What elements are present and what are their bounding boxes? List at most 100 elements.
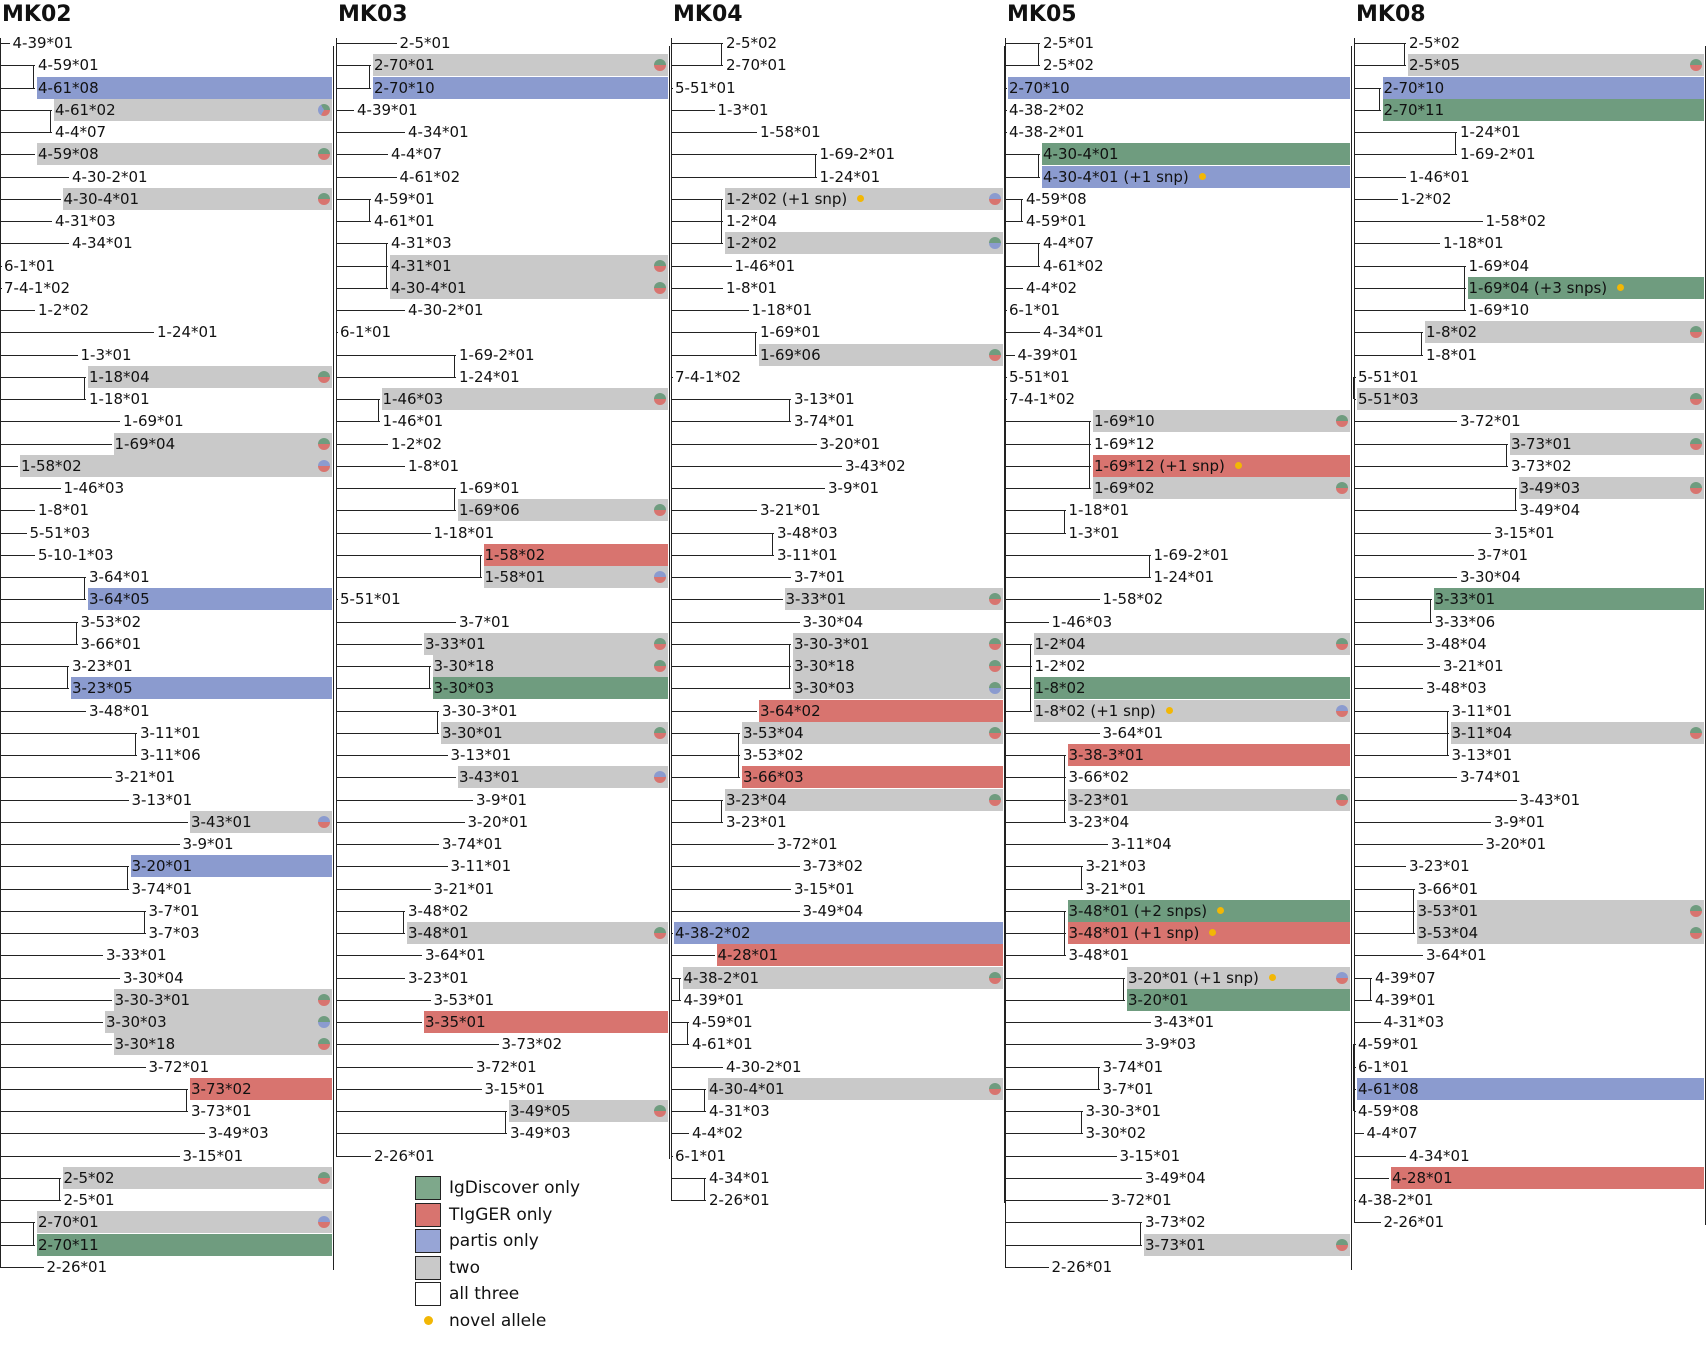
allele-leaf[interactable]: 3-9*03 bbox=[1144, 1033, 1350, 1055]
allele-leaf[interactable]: 3-30*18 bbox=[113, 1033, 332, 1056]
allele-leaf[interactable]: 1-69*02 bbox=[1093, 477, 1350, 499]
allele-leaf[interactable]: 4-4*07 bbox=[1366, 1122, 1705, 1144]
allele-leaf[interactable]: 3-15*01 bbox=[1119, 1145, 1351, 1167]
allele-leaf[interactable]: 1-69*01 bbox=[458, 477, 668, 499]
allele-leaf[interactable]: 4-34*01 bbox=[708, 1167, 1003, 1189]
allele-leaf[interactable]: 4-34*01 bbox=[71, 232, 332, 254]
allele-leaf[interactable]: 3-43*02 bbox=[844, 455, 1003, 477]
allele-leaf[interactable]: 3-23*04 bbox=[725, 788, 1003, 811]
allele-leaf[interactable]: 3-74*01 bbox=[793, 410, 1003, 432]
allele-leaf[interactable]: 5-51*01 bbox=[674, 77, 1003, 99]
allele-leaf[interactable]: 3-21*01 bbox=[759, 499, 1003, 521]
allele-leaf[interactable]: 3-11*01 bbox=[139, 722, 332, 744]
allele-leaf[interactable]: 3-21*01 bbox=[433, 878, 669, 900]
allele-leaf[interactable]: 3-72*01 bbox=[1459, 410, 1704, 432]
allele-leaf[interactable]: 4-59*08 bbox=[1025, 188, 1350, 210]
allele-leaf[interactable]: 1-69-2*01 bbox=[819, 143, 1004, 165]
allele-leaf[interactable]: 4-59*01 bbox=[691, 1011, 1003, 1033]
allele-leaf[interactable]: 1-3*01 bbox=[717, 99, 1004, 121]
allele-leaf[interactable]: 3-23*04 bbox=[1068, 811, 1351, 833]
allele-leaf[interactable]: 3-23*01 bbox=[1408, 855, 1704, 877]
allele-leaf[interactable]: 4-30-2*01 bbox=[407, 299, 668, 321]
allele-leaf[interactable]: 4-4*07 bbox=[54, 121, 332, 143]
allele-leaf[interactable]: 3-30-3*01 bbox=[1085, 1100, 1351, 1122]
allele-leaf[interactable]: 3-53*02 bbox=[80, 611, 333, 633]
allele-leaf[interactable]: 1-8*01 bbox=[1425, 344, 1704, 366]
allele-leaf[interactable]: 2-70*01 bbox=[373, 54, 668, 77]
allele-leaf[interactable]: 3-49*04 bbox=[1144, 1167, 1350, 1189]
allele-leaf[interactable]: 3-48*01 bbox=[407, 922, 668, 944]
allele-leaf[interactable]: 7-4-1*02 bbox=[1008, 388, 1350, 410]
allele-leaf[interactable]: 4-30-4*01 bbox=[1042, 143, 1350, 166]
allele-leaf[interactable]: 5-51*03 bbox=[1357, 388, 1704, 410]
allele-leaf[interactable]: 3-73*01 bbox=[1144, 1233, 1350, 1256]
allele-leaf[interactable]: 1-24*01 bbox=[156, 321, 332, 343]
allele-leaf[interactable]: 3-48*03 bbox=[1425, 677, 1704, 699]
allele-leaf[interactable]: 2-5*05 bbox=[1408, 54, 1704, 77]
allele-leaf[interactable]: 3-23*01 bbox=[1067, 788, 1350, 811]
allele-leaf[interactable]: 1-46*01 bbox=[1408, 166, 1704, 188]
allele-leaf[interactable]: 3-30*18 bbox=[432, 655, 668, 677]
allele-leaf[interactable]: 3-33*01 bbox=[1433, 588, 1704, 611]
allele-leaf[interactable]: 3-21*01 bbox=[1442, 655, 1704, 677]
allele-leaf[interactable]: 3-74*01 bbox=[1102, 1056, 1351, 1078]
allele-leaf[interactable]: 3-13*01 bbox=[1451, 744, 1705, 766]
allele-leaf[interactable]: 4-4*07 bbox=[1042, 232, 1350, 254]
allele-leaf[interactable]: 3-21*03 bbox=[1085, 855, 1351, 877]
allele-leaf[interactable]: 1-58*02 bbox=[1102, 588, 1351, 610]
allele-leaf[interactable]: 1-18*01 bbox=[1068, 499, 1351, 521]
allele-leaf[interactable]: 1-2*02 bbox=[390, 433, 668, 455]
allele-leaf[interactable]: 1-69*10 bbox=[1093, 410, 1350, 433]
allele-leaf[interactable]: 4-61*08 bbox=[1357, 1077, 1704, 1100]
allele-leaf[interactable]: 1-2*02 bbox=[1400, 188, 1705, 210]
allele-leaf[interactable]: 2-26*01 bbox=[46, 1256, 333, 1278]
allele-leaf[interactable]: 3-48*04 bbox=[1425, 633, 1704, 655]
allele-leaf[interactable]: 3-9*01 bbox=[182, 833, 333, 855]
allele-leaf[interactable]: 4-38-2*01 bbox=[1357, 1189, 1704, 1211]
allele-leaf[interactable]: 1-8*02 (+1 snp) bbox=[1033, 699, 1350, 722]
allele-leaf[interactable]: 3-15*01 bbox=[1493, 522, 1704, 544]
allele-leaf[interactable]: 1-46*03 bbox=[1051, 611, 1351, 633]
allele-leaf[interactable]: 3-30*03 bbox=[432, 677, 668, 700]
allele-leaf[interactable]: 3-7*01 bbox=[148, 900, 333, 922]
allele-leaf[interactable]: 3-72*01 bbox=[776, 833, 1003, 855]
allele-leaf[interactable]: 3-66*01 bbox=[80, 633, 333, 655]
allele-leaf[interactable]: 4-30-4*01 (+1 snp) bbox=[1042, 165, 1350, 188]
allele-leaf[interactable]: 3-30-3*01 bbox=[113, 988, 332, 1011]
allele-leaf[interactable]: 3-30-3*01 bbox=[441, 700, 668, 722]
allele-leaf[interactable]: 3-33*01 bbox=[105, 944, 332, 966]
allele-leaf[interactable]: 3-53*01 bbox=[433, 989, 669, 1011]
allele-leaf[interactable]: 4-59*08 bbox=[37, 143, 332, 166]
allele-leaf[interactable]: 6-1*01 bbox=[1008, 299, 1350, 321]
allele-leaf[interactable]: 3-33*01 bbox=[784, 588, 1003, 611]
allele-leaf[interactable]: 3-43*01 bbox=[458, 766, 668, 789]
allele-leaf[interactable]: 3-15*01 bbox=[484, 1078, 669, 1100]
allele-leaf[interactable]: 1-3*01 bbox=[80, 344, 333, 366]
allele-leaf[interactable]: 1-24*01 bbox=[1153, 566, 1351, 588]
allele-leaf[interactable]: 3-49*04 bbox=[1519, 499, 1705, 521]
allele-leaf[interactable]: 1-69-2*01 bbox=[1153, 544, 1351, 566]
allele-leaf[interactable]: 3-49*05 bbox=[509, 1100, 668, 1122]
allele-leaf[interactable]: 4-59*08 bbox=[1357, 1100, 1704, 1122]
allele-leaf[interactable]: 4-30-2*01 bbox=[71, 166, 332, 188]
allele-leaf[interactable]: 3-64*02 bbox=[759, 699, 1003, 722]
allele-leaf[interactable]: 3-64*05 bbox=[88, 588, 332, 611]
allele-leaf[interactable]: 4-39*01 bbox=[12, 32, 333, 54]
allele-leaf[interactable]: 3-30*04 bbox=[122, 967, 332, 989]
allele-leaf[interactable]: 3-73*01 bbox=[190, 1100, 332, 1122]
allele-leaf[interactable]: 3-73*01 bbox=[1510, 432, 1704, 455]
allele-leaf[interactable]: 1-18*01 bbox=[1442, 232, 1704, 254]
allele-leaf[interactable]: 3-7*01 bbox=[1102, 1078, 1351, 1100]
allele-leaf[interactable]: 3-66*03 bbox=[742, 766, 1003, 789]
allele-leaf[interactable]: 1-58*02 bbox=[1485, 210, 1705, 232]
allele-leaf[interactable]: 4-30-4*01 bbox=[62, 187, 332, 210]
allele-leaf[interactable]: 1-69*06 bbox=[458, 499, 668, 522]
allele-leaf[interactable]: 3-48*01 (+2 snps) bbox=[1067, 899, 1350, 922]
allele-leaf[interactable]: 3-43*01 bbox=[1519, 789, 1705, 811]
allele-leaf[interactable]: 4-38-2*01 bbox=[682, 966, 1003, 989]
allele-leaf[interactable]: 2-70*11 bbox=[1382, 98, 1704, 121]
allele-leaf[interactable]: 3-20*01 bbox=[1127, 988, 1350, 1011]
allele-leaf[interactable]: 4-30-4*01 bbox=[390, 276, 668, 299]
allele-leaf[interactable]: 4-38-2*02 bbox=[674, 922, 1003, 944]
allele-leaf[interactable]: 4-61*02 bbox=[399, 166, 669, 188]
